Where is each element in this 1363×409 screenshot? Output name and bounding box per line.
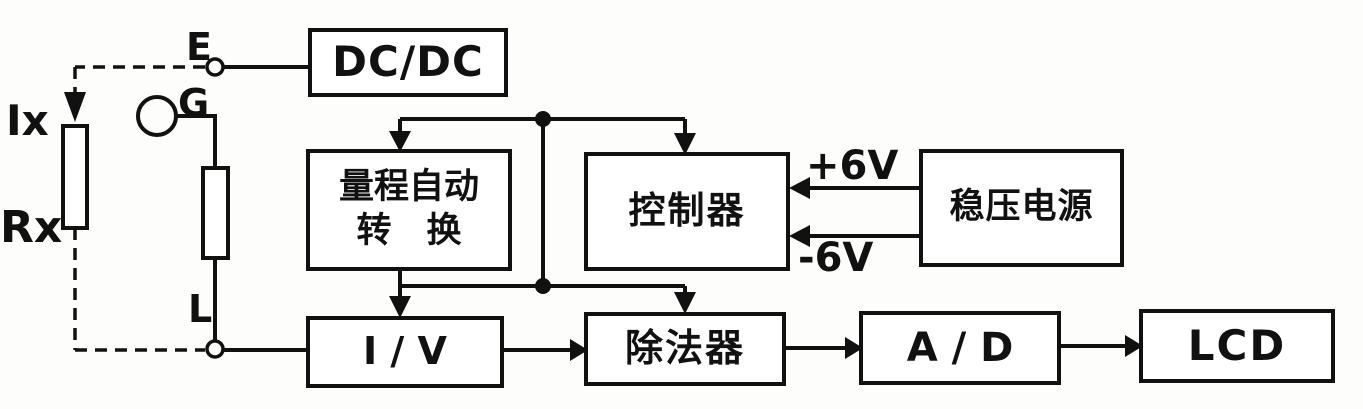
- arrow-ad-to-lcd: [1125, 335, 1143, 357]
- block-dcdc-label: DC/DC: [332, 37, 484, 87]
- block-auto-range-label-line1: 量程自动: [338, 167, 479, 208]
- block-auto-range-switch: 量程自动 转 换: [306, 149, 512, 271]
- terminal-e-label: E: [186, 25, 212, 69]
- block-iv-label: I / V: [363, 329, 447, 374]
- block-controller-label: 控制器: [628, 189, 746, 233]
- arrow-into-iv: [389, 296, 411, 318]
- block-ad-label: A / D: [906, 325, 1014, 371]
- block-dcdc-converter: DC/DC: [308, 28, 508, 97]
- arrow-into-divider: [674, 292, 696, 314]
- supply-minus6v-label: -6V: [798, 235, 874, 281]
- arrow-into-range: [389, 131, 411, 152]
- arrow-into-controller: [674, 133, 696, 155]
- terminal-g-circle: [136, 95, 178, 137]
- terminal-l-circle: [205, 339, 225, 359]
- arrow-divider-to-ad: [845, 337, 863, 359]
- terminal-l-label: L: [188, 287, 213, 331]
- block-divider: 除法器: [584, 312, 786, 386]
- block-divider-label: 除法器: [624, 326, 745, 371]
- internal-resistor-symbol: [201, 166, 230, 260]
- block-iv-converter: I / V: [306, 316, 504, 388]
- block-power-label: 稳压电源: [949, 187, 1094, 228]
- arrow-iv-to-divider: [570, 339, 588, 361]
- block-lcd-display: LCD: [1139, 309, 1335, 383]
- resistor-rx-label: Rx: [0, 202, 63, 253]
- terminal-e-circle: [205, 57, 225, 77]
- supply-plus6v-label: +6V: [806, 143, 899, 189]
- block-auto-range-label-line2: 转 换: [356, 211, 462, 251]
- ix-current-arrow: [64, 92, 86, 122]
- arrow-plus6v-into-controller: [789, 177, 810, 199]
- current-ix-label: Ix: [6, 96, 49, 145]
- arrow-minus6v-into-controller: [789, 225, 810, 247]
- block-controller: 控制器: [584, 152, 790, 271]
- block-lcd-label: LCD: [1187, 320, 1287, 370]
- block-regulated-power-supply: 稳压电源: [919, 149, 1124, 267]
- block-ad-converter: A / D: [859, 311, 1061, 385]
- rx-resistor-symbol: [61, 124, 89, 230]
